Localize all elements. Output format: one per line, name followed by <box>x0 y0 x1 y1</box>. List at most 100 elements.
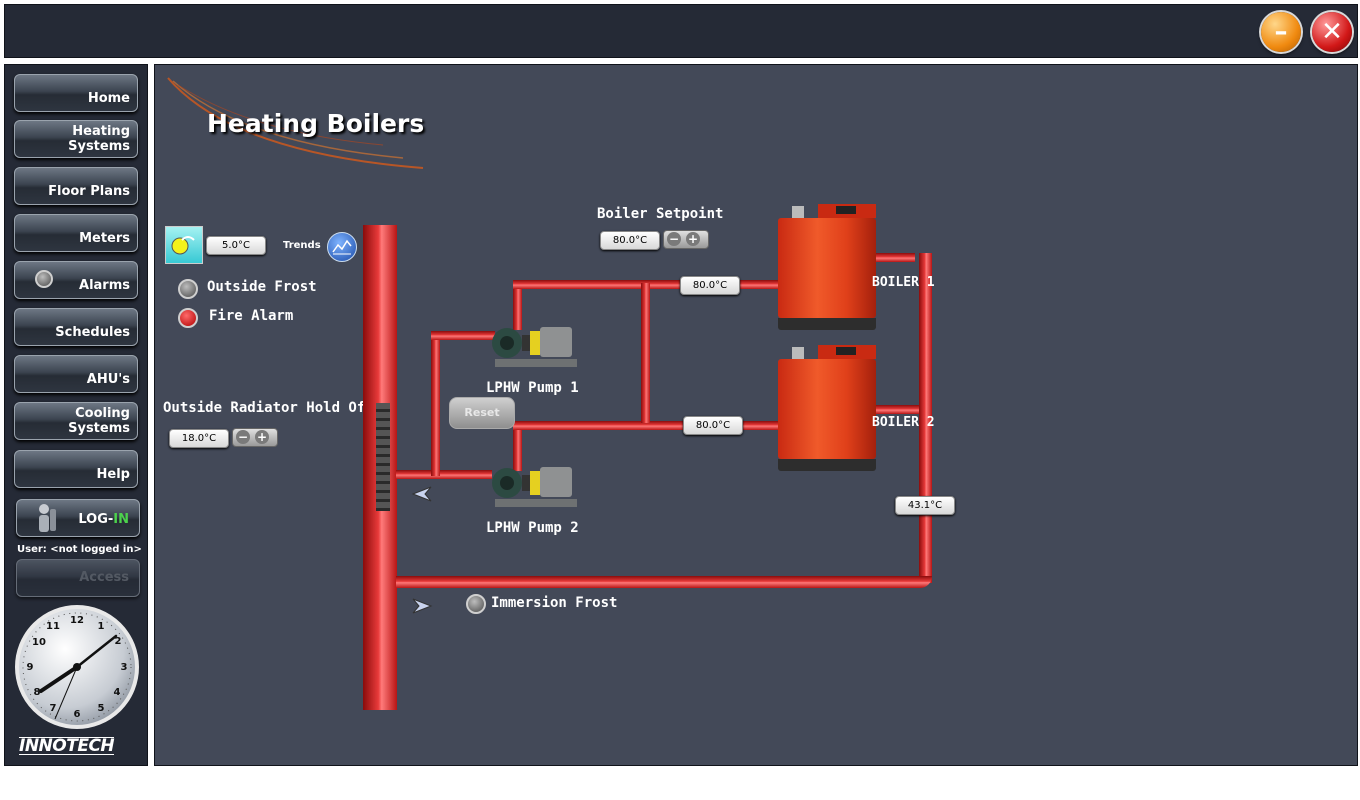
outside-frost-indicator <box>178 279 198 299</box>
boiler2-label: BOILER 2 <box>872 415 935 430</box>
flow-arrow-right-icon <box>412 598 433 614</box>
pipe-riser-pump1 <box>431 331 440 476</box>
sidebar-item-schedules[interactable]: Schedules <box>14 308 138 346</box>
sidebar-item-home[interactable]: Home <box>14 74 138 112</box>
svg-text:1: 1 <box>98 621 105 632</box>
sidebar-item-alarms[interactable]: Alarms <box>14 261 138 299</box>
boiler-setpoint-value: 80.0°C <box>600 231 660 250</box>
radiator-holdoff-label: Outside Radiator Hold Off <box>163 400 374 416</box>
sidebar-item-label: Help <box>96 467 130 482</box>
pipe-boiler1-return <box>875 253 915 262</box>
reset-button[interactable]: Reset <box>449 397 515 429</box>
sidebar-item-label: Alarms <box>79 278 130 293</box>
pipe-pump2-outlet <box>513 421 522 471</box>
outside-temp-value: 5.0°C <box>206 236 266 255</box>
boiler-base <box>778 318 876 330</box>
pipe-boiler2-return <box>875 405 925 414</box>
svg-text:5: 5 <box>98 703 105 714</box>
fire-alarm-indicator <box>178 308 198 328</box>
svg-text:9: 9 <box>27 662 34 673</box>
radiator-holdoff-stepper: − + <box>232 428 278 447</box>
access-label: Access <box>79 570 129 585</box>
svg-text:6: 6 <box>74 709 81 720</box>
pipe-to-pump1 <box>431 331 495 340</box>
sidebar-item-label: Floor Plans <box>48 184 130 199</box>
label-line-2: Systems <box>68 139 130 154</box>
sidebar-item-meters[interactable]: Meters <box>14 214 138 252</box>
svg-text:11: 11 <box>46 621 60 632</box>
login-label: LOG-IN <box>78 512 129 527</box>
boiler-1[interactable] <box>778 204 876 330</box>
immersion-frost-indicator <box>466 594 486 614</box>
increment-button[interactable]: + <box>686 232 700 246</box>
svg-text:8: 8 <box>34 687 41 698</box>
boiler2-flow-temp: 80.0°C <box>683 416 743 435</box>
pipe-boiler2-flow <box>513 421 778 430</box>
svg-text:12: 12 <box>70 615 84 626</box>
close-icon: ✕ <box>1321 17 1343 47</box>
pipe-header-to-pump2 <box>396 470 492 479</box>
svg-text:3: 3 <box>121 662 128 673</box>
minimize-button[interactable]: – <box>1261 12 1301 52</box>
trends-label: Trends <box>283 240 321 251</box>
radiator-holdoff-value: 18.0°C <box>169 429 229 448</box>
login-label-a: LOG- <box>78 512 114 527</box>
immersion-frost-label: Immersion Frost <box>491 595 618 611</box>
svg-text:10: 10 <box>32 637 46 648</box>
svg-text:2: 2 <box>115 636 122 647</box>
sun-icon <box>171 236 195 255</box>
trends-button[interactable] <box>327 232 357 262</box>
pump-2-icon[interactable] <box>489 455 581 511</box>
login-label-b: IN <box>113 512 129 527</box>
label-line-1: Heating <box>72 124 130 139</box>
decrement-button[interactable]: − <box>667 232 681 246</box>
decrement-button[interactable]: − <box>236 430 250 444</box>
innotech-logo: INNOTECH <box>19 736 115 756</box>
sidebar-item-label: AHU's <box>86 372 130 387</box>
boiler-setpoint-label: Boiler Setpoint <box>597 206 724 222</box>
boiler-base <box>778 459 876 471</box>
fire-alarm-label: Fire Alarm <box>209 308 294 324</box>
boiler-controls-icon <box>792 204 876 218</box>
sidebar-item-label: Home <box>87 91 130 106</box>
sidebar-item-label: Schedules <box>55 325 130 340</box>
svg-text:7: 7 <box>50 703 57 714</box>
flow-arrow-left-icon <box>411 486 432 502</box>
trends-icon <box>332 239 352 255</box>
alarm-status-icon <box>35 270 53 288</box>
login-button[interactable]: LOG-IN <box>16 499 140 537</box>
page-title: Heating Boilers <box>207 109 425 138</box>
outside-temp-sensor[interactable] <box>165 226 203 264</box>
boiler-2[interactable] <box>778 345 876 471</box>
sidebar-item-help[interactable]: Help <box>14 450 138 488</box>
increment-button[interactable]: + <box>255 430 269 444</box>
boiler1-flow-temp: 80.0°C <box>680 276 740 295</box>
boiler-controls-icon <box>792 345 876 359</box>
header-gauge <box>376 403 390 511</box>
pump-1-icon[interactable] <box>489 315 581 371</box>
outside-frost-label: Outside Frost <box>207 279 317 295</box>
sidebar-item-floor-plans[interactable]: Floor Plans <box>14 167 138 205</box>
boiler1-label: BOILER 1 <box>872 275 935 290</box>
access-button[interactable]: Access <box>16 559 140 597</box>
close-button[interactable]: ✕ <box>1312 12 1352 52</box>
boiler-setpoint-stepper: − + <box>663 230 709 249</box>
title-bar: – ✕ <box>4 4 1358 58</box>
pipe-return-main <box>396 576 932 588</box>
pump1-label: LPHW Pump 1 <box>486 380 579 396</box>
svg-text:4: 4 <box>114 687 121 698</box>
label-line-1: Cooling <box>75 406 130 421</box>
decorative-swoosh <box>167 77 424 169</box>
sidebar-item-ahus[interactable]: AHU's <box>14 355 138 393</box>
pipe-pump1-outlet <box>513 280 522 330</box>
pipe-bypass <box>641 283 650 423</box>
user-status: User: <not logged in> <box>17 544 142 555</box>
pump2-label: LPHW Pump 2 <box>486 520 579 536</box>
user-icon <box>39 504 56 532</box>
